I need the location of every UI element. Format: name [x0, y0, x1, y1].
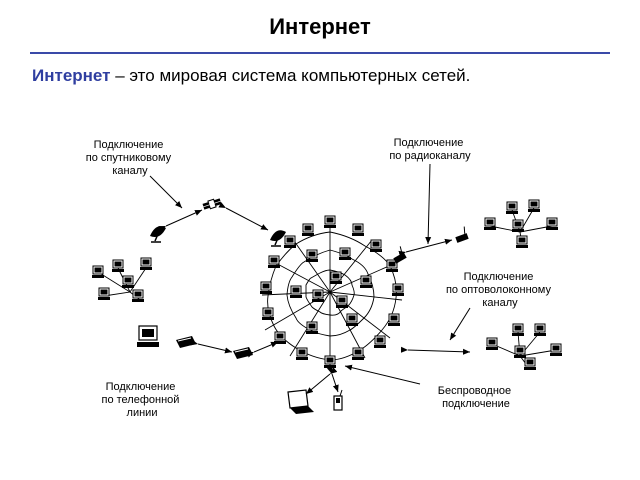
label-line: по оптоволоконному	[446, 284, 551, 296]
phone-connection-label: Подключение по телефонной линии	[102, 381, 183, 419]
page-title: Интернет	[269, 14, 371, 39]
wireless-connection-label: Беспроводное подключение	[438, 385, 514, 410]
label-line: Подключение	[464, 271, 534, 283]
web-node	[267, 255, 281, 269]
workstation-icon	[511, 219, 525, 233]
web-node	[301, 223, 315, 237]
handheld-device-icon	[333, 389, 343, 411]
workstation-icon	[483, 217, 497, 231]
workstation-icon	[131, 289, 145, 303]
web-node	[387, 313, 401, 327]
web-node	[351, 347, 365, 361]
workstation-icon	[485, 337, 499, 351]
left-pc-cluster	[91, 257, 153, 303]
definition-term: Интернет	[32, 66, 111, 85]
label-line: по спутниковому	[86, 152, 172, 164]
label-line: Подключение	[394, 137, 464, 149]
workstation-icon	[111, 259, 125, 273]
web-node	[323, 355, 337, 369]
modem-icon	[232, 346, 254, 360]
definition-body: – это мировая система компьютерных сетей…	[110, 66, 471, 85]
label-line: каналу	[482, 297, 518, 309]
label-line: каналу	[112, 165, 148, 177]
right-top-pc-cluster	[483, 199, 559, 249]
web-node	[373, 335, 387, 349]
workstation-icon	[139, 257, 153, 271]
satellite-dish-icon	[149, 225, 167, 243]
web-node	[359, 275, 373, 289]
web-node	[283, 235, 297, 249]
web-node	[369, 239, 383, 253]
web-node	[329, 271, 343, 285]
label-line: подключение	[442, 398, 510, 410]
connection-arrows	[158, 202, 471, 395]
web-network	[259, 215, 405, 369]
title-divider	[30, 52, 610, 54]
desktop-computer-icon	[136, 325, 160, 348]
workstation-icon	[545, 217, 559, 231]
label-line: линии	[127, 407, 158, 419]
label-line: по радиоканалу	[389, 150, 471, 162]
laptop-icon	[287, 389, 314, 414]
workstation-icon	[121, 275, 135, 289]
label-line: Подключение	[106, 381, 176, 393]
web-node	[273, 331, 287, 345]
web-node	[261, 307, 275, 321]
fiber-connection-label: Подключение по оптоволоконному каналу	[446, 271, 554, 309]
workstation-icon	[515, 235, 529, 249]
radio-modem-icon	[455, 226, 469, 243]
web-node	[305, 249, 319, 263]
definition-text: Интернет – это мировая система компьютер…	[32, 66, 470, 86]
web-node	[391, 283, 405, 297]
web-node	[345, 313, 359, 327]
workstation-icon	[97, 287, 111, 301]
web-node	[323, 215, 337, 229]
satellite-connection-label: Подключение по спутниковому каналу	[86, 139, 174, 177]
label-line: Подключение	[94, 139, 164, 151]
workstation-icon	[533, 323, 547, 337]
satellite-icon	[202, 198, 222, 210]
web-node	[338, 247, 352, 261]
web-node	[295, 347, 309, 361]
satellite-dish-icon	[269, 229, 287, 247]
web-node	[289, 285, 303, 299]
workstation-icon	[511, 323, 525, 337]
web-node	[351, 223, 365, 237]
right-bottom-pc-cluster	[485, 323, 563, 371]
label-line: по телефонной	[102, 394, 180, 406]
workstation-icon	[513, 345, 527, 359]
web-node	[259, 281, 273, 295]
workstation-icon	[505, 201, 519, 215]
label-line: Беспроводное	[438, 385, 511, 397]
workstation-icon	[527, 199, 541, 213]
web-node	[335, 295, 349, 309]
label-pointers	[149, 163, 471, 385]
web-node	[311, 289, 325, 303]
workstation-icon	[549, 343, 563, 357]
workstation-icon	[523, 357, 537, 371]
modem-icon	[175, 335, 197, 349]
radio-connection-label: Подключение по радиоканалу	[389, 137, 471, 162]
web-node	[305, 321, 319, 335]
workstation-icon	[91, 265, 105, 279]
